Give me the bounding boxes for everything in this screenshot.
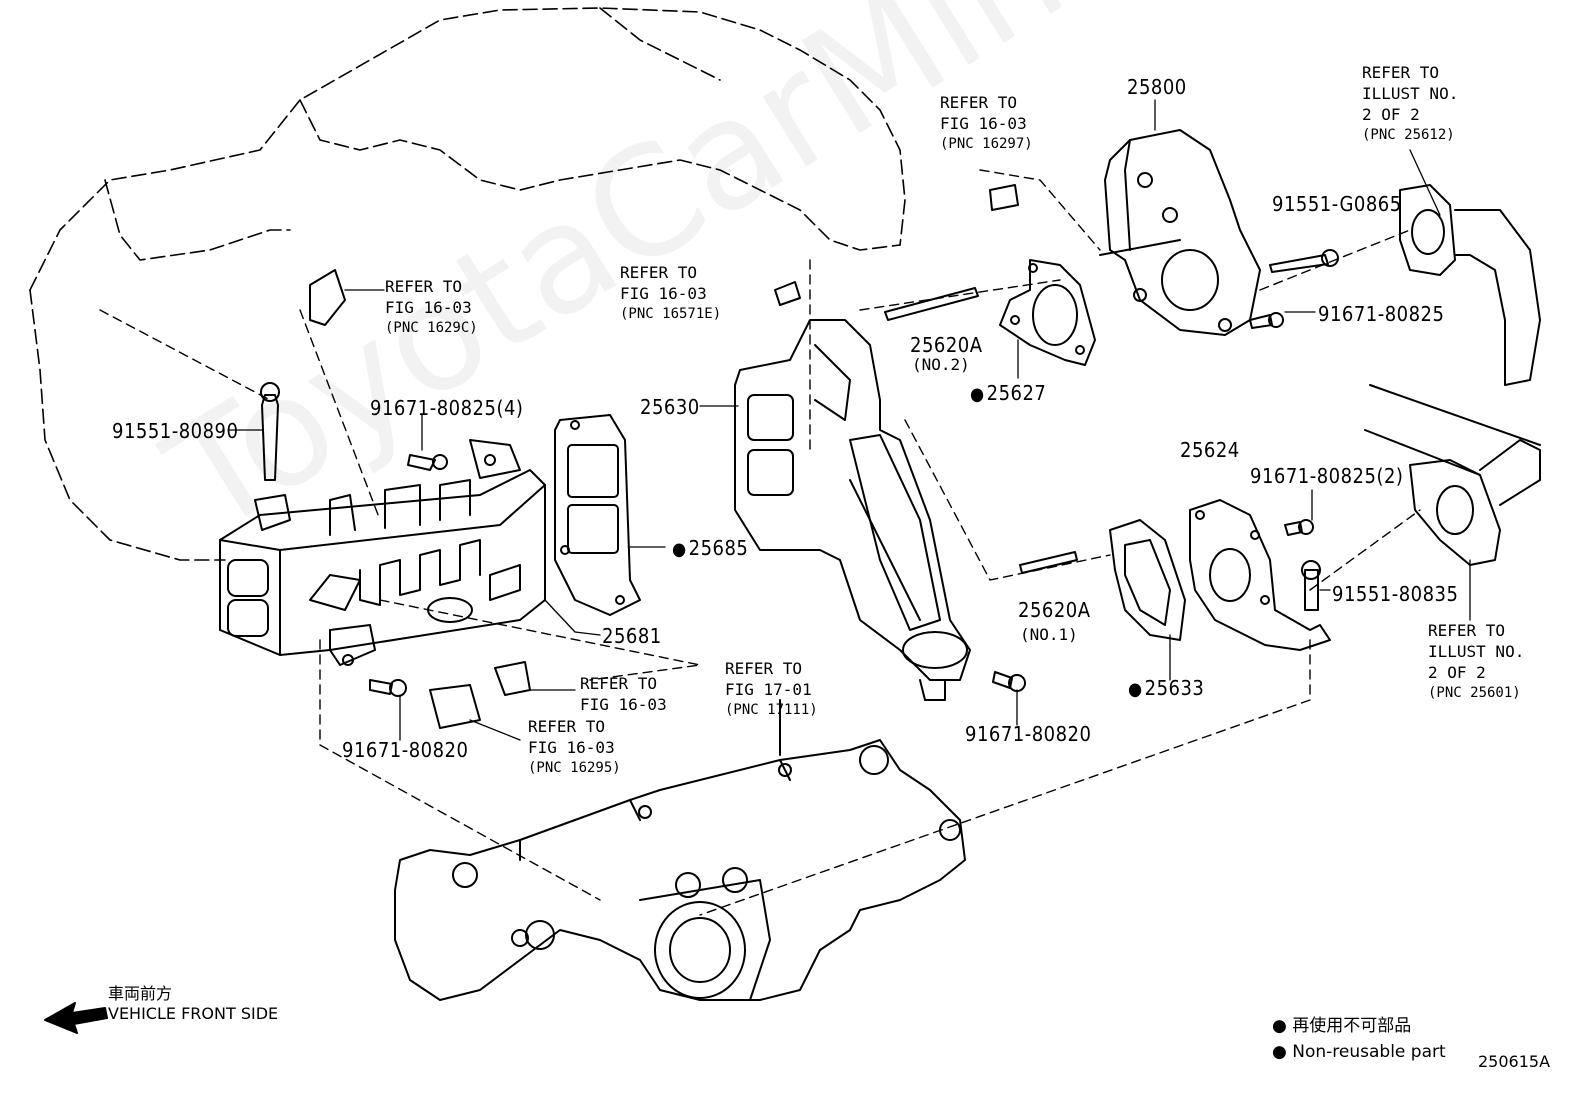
part-number-91551-80890: 91551-80890 xyxy=(112,419,239,443)
part-number-25620A-no1: 25620A xyxy=(1018,598,1091,622)
engine-block-outline xyxy=(29,7,906,561)
legend-jp-text: 再使用不可部品 xyxy=(1292,1016,1412,1036)
bullet-icon: ● xyxy=(1272,1042,1287,1062)
egr-valve-25800-drawing xyxy=(1099,129,1261,336)
egr-valve-body-25630-drawing xyxy=(734,319,971,701)
label-leaders xyxy=(227,99,1471,741)
part-number-91551-80835: 91551-80835 xyxy=(1332,582,1459,606)
intake-manifold-drawing xyxy=(394,699,966,1001)
vehicle-front-arrow-icon xyxy=(44,1002,108,1034)
gasket-25633-drawing xyxy=(1109,519,1186,641)
part-number-25624: 25624 xyxy=(1180,438,1240,462)
part-number-25630: 25630 xyxy=(640,395,700,419)
assembly-leader-lines xyxy=(99,169,1421,916)
part-number-91671-80820-right: 91671-80820 xyxy=(965,722,1092,746)
part-number-91671-80825: 91671-80825 xyxy=(1318,302,1445,326)
part-number-91671-80825-2: 91671-80825(2) xyxy=(1250,464,1404,488)
gasket-25685-drawing xyxy=(554,414,641,616)
legend-en: ● Non-reusable part xyxy=(1272,1044,1446,1061)
gasket-25627-drawing xyxy=(999,259,1096,366)
flange-25624-drawing xyxy=(1189,499,1331,651)
vehicle-front-label: VEHICLE FRONT SIDE xyxy=(108,1004,279,1023)
part-number-25681: 25681 xyxy=(602,624,662,648)
part-number-25685: 25685 xyxy=(672,538,748,559)
part-number-91551-G0865: 91551-G0865 xyxy=(1272,192,1402,216)
part-number-25627: 25627 xyxy=(970,383,1046,404)
vehicle-front-label-jp: 車両前方 xyxy=(108,984,173,1003)
part-number-25620A-no2: 25620A xyxy=(910,333,983,357)
diagram-code: 250615A xyxy=(1478,1052,1551,1071)
egr-cooler-drawing xyxy=(219,439,546,666)
part-number-25620A-no2-sub: (NO.2) xyxy=(912,355,970,374)
part-number-25633: 25633 xyxy=(1128,678,1204,699)
legend-jp: ● 再使用不可部品 xyxy=(1272,1018,1411,1035)
legend-en-text: Non-reusable part xyxy=(1292,1042,1446,1062)
part-number-25620A-no1-sub: (NO.1) xyxy=(1020,625,1078,644)
part-number-91671-80825-4: 91671-80825(4) xyxy=(370,396,524,420)
part-number-91671-80820-left: 91671-80820 xyxy=(342,738,469,762)
fasteners-drawing xyxy=(260,184,1339,729)
bullet-icon: ● xyxy=(1272,1016,1287,1036)
part-number-25800: 25800 xyxy=(1127,75,1187,99)
egr-pipe-right-drawing xyxy=(1364,184,1541,566)
